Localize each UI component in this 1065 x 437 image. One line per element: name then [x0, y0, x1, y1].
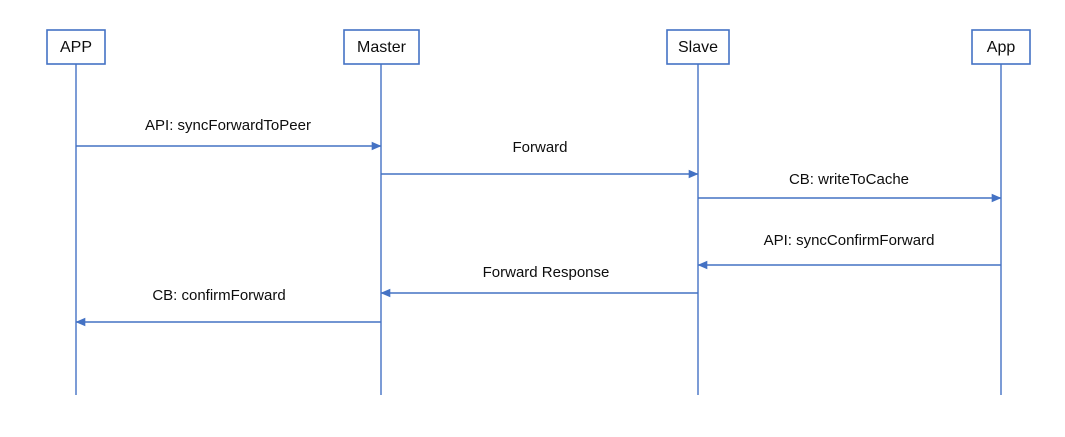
- participant-slave[interactable]: Slave: [666, 29, 730, 395]
- message-label-m2: Forward: [512, 139, 567, 156]
- message-m5[interactable]: Forward Response: [380, 264, 698, 298]
- message-m6[interactable]: CB: confirmForward: [75, 287, 381, 327]
- message-m1[interactable]: API: syncForwardToPeer: [76, 117, 382, 151]
- participant-box-app_right[interactable]: [971, 29, 1031, 65]
- participant-box-slave[interactable]: [666, 29, 730, 65]
- message-label-m1: API: syncForwardToPeer: [145, 117, 311, 134]
- message-m4[interactable]: API: syncConfirmForward: [697, 232, 1001, 270]
- message-label-m4: API: syncConfirmForward: [764, 232, 935, 249]
- message-label-m5: Forward Response: [483, 264, 610, 281]
- message-label-m6: CB: confirmForward: [152, 287, 285, 304]
- participant-label-slave: Slave: [678, 39, 718, 56]
- participant-label-app_left: APP: [60, 39, 92, 56]
- participant-label-master: Master: [357, 39, 407, 56]
- participant-label-app_right: App: [987, 39, 1016, 56]
- participant-master[interactable]: Master: [343, 29, 420, 395]
- message-m3[interactable]: CB: writeToCache: [698, 171, 1002, 203]
- message-m2[interactable]: Forward: [381, 139, 699, 179]
- lifelines-group: APP Master Slave App: [46, 29, 1031, 395]
- participant-box-master[interactable]: [343, 29, 420, 65]
- participant-box-app_left[interactable]: [46, 29, 106, 65]
- participant-app_right[interactable]: App: [971, 29, 1031, 395]
- participant-app_left[interactable]: APP: [46, 29, 106, 395]
- message-label-m3: CB: writeToCache: [789, 171, 909, 188]
